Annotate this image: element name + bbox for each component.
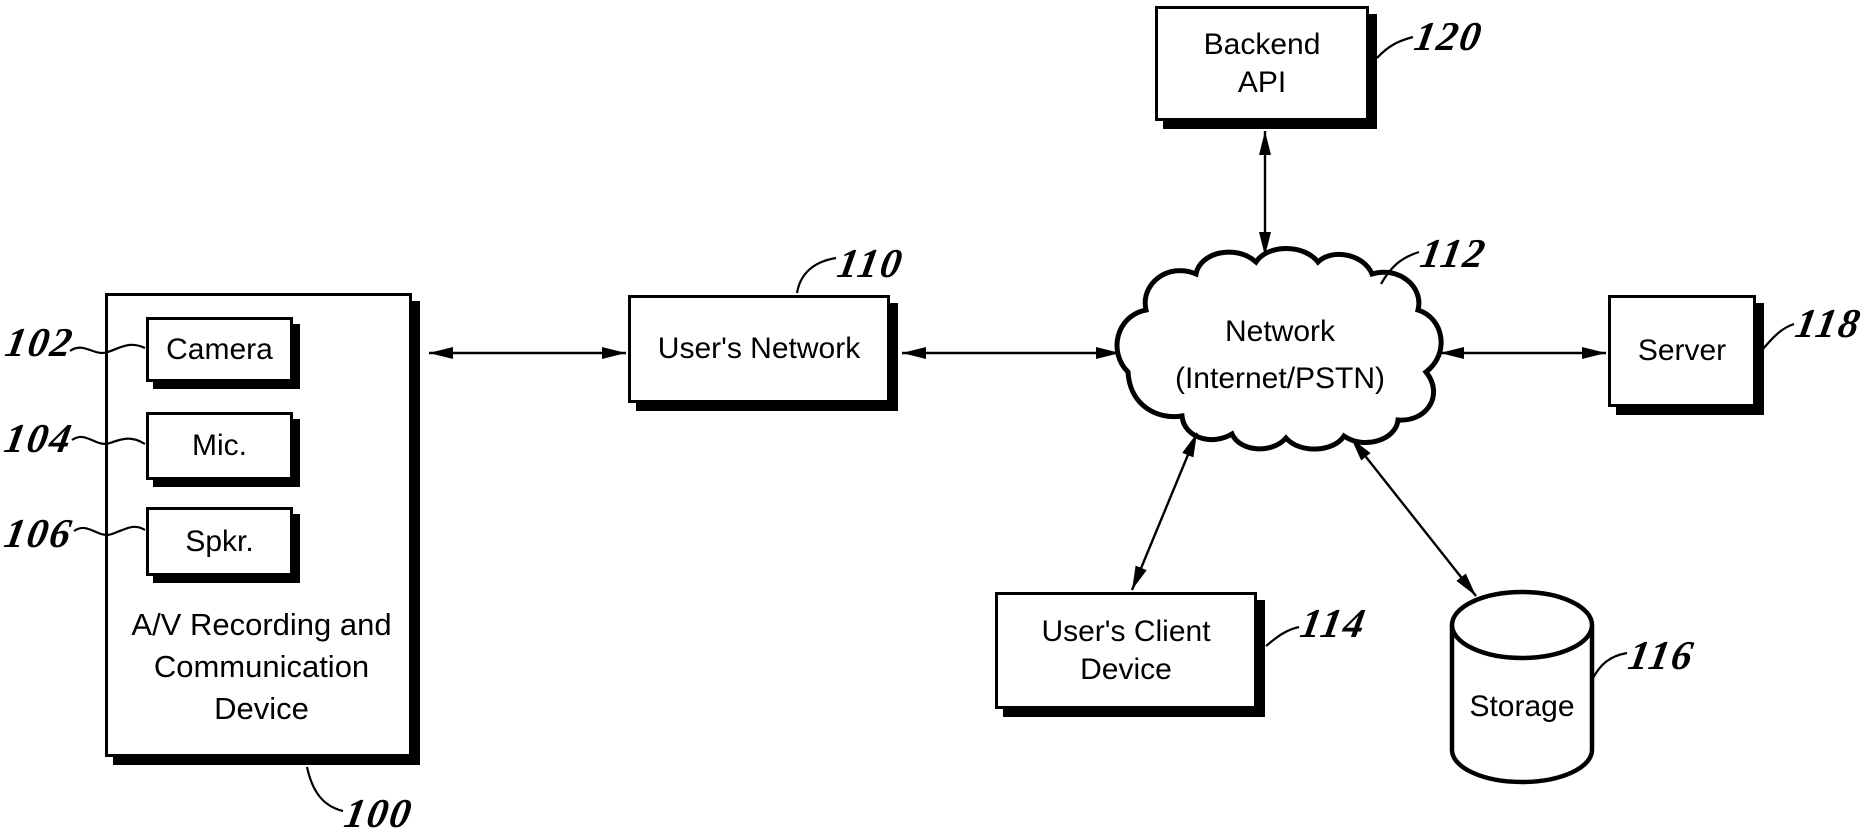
mic-label: Mic.	[192, 429, 247, 462]
camera-label: Camera	[166, 332, 273, 366]
av-device-label: A/V Recording and Communication Device	[131, 607, 392, 726]
users-network-label: User's Network	[657, 332, 861, 365]
users-client-device-label: User's Client Device	[1041, 614, 1211, 686]
camera-box: Camera	[146, 317, 293, 382]
users-client-device-box: User's Client Device	[995, 592, 1257, 709]
server-box: Server	[1608, 295, 1756, 407]
server-label: Server	[1637, 334, 1727, 367]
mic-box: Mic.	[146, 412, 293, 480]
backend-api-label: Backend API	[1203, 27, 1321, 99]
backend-api-box: Backend API	[1155, 6, 1369, 121]
users-network-box: User's Network	[628, 295, 890, 403]
spkr-label: Spkr.	[185, 524, 254, 558]
spkr-box: Spkr.	[146, 507, 293, 576]
